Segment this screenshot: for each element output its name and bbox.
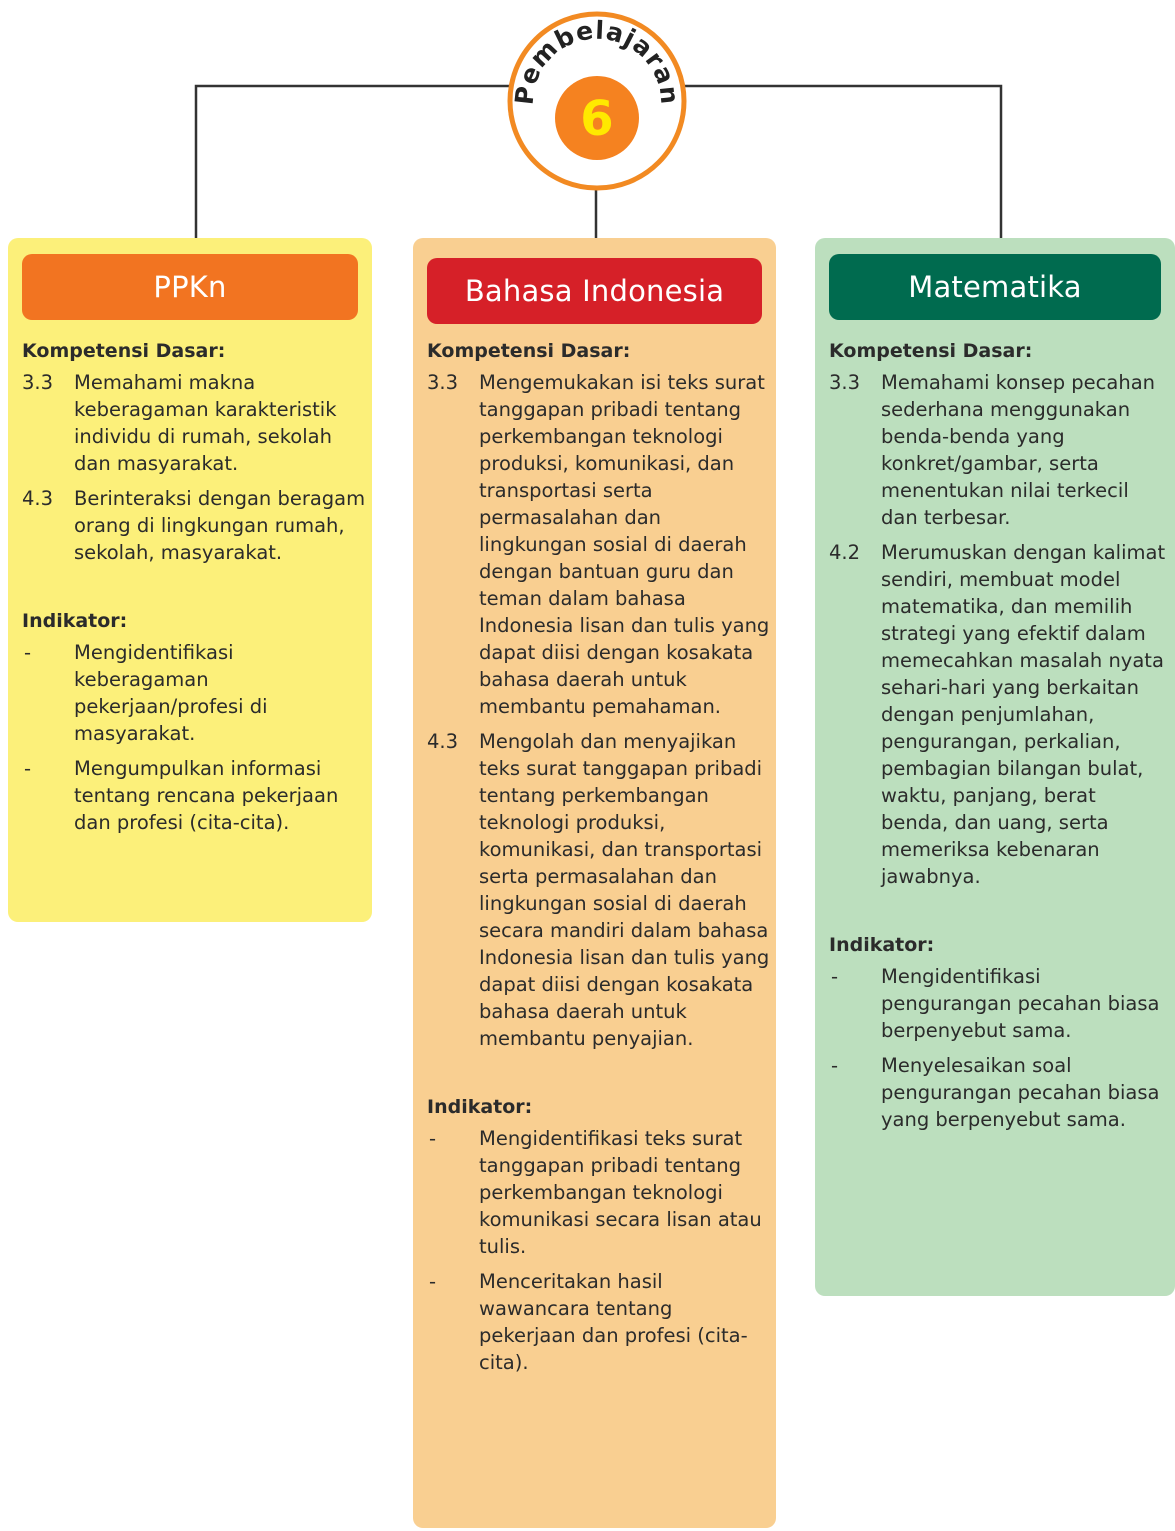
kd-text: Berinteraksi dengan beragam orang di lin… <box>74 487 366 564</box>
indicator-bullet: - <box>831 965 839 988</box>
kd-item: 4.3 Mengolah dan menyajikan teks surat t… <box>427 728 770 1052</box>
kd-item: 4.2 Merumuskan dengan kalimat sendiri, m… <box>829 539 1169 890</box>
indicator-item: - Mengidentifikasi teks surat tanggapan … <box>427 1125 770 1260</box>
kd-text: Merumuskan dengan kalimat sendiri, membu… <box>881 541 1166 888</box>
indicator-text: Mengidentifikasi teks surat tanggapan pr… <box>479 1127 762 1258</box>
kd-item: 3.3 Mengemukakan isi teks surat tanggapa… <box>427 369 770 720</box>
kd-number: 3.3 <box>22 371 54 394</box>
kd-text: Mengolah dan menyajikan teks surat tangg… <box>479 730 770 1050</box>
bi-kd-heading: Kompetensi Dasar: <box>427 340 631 362</box>
kd-number: 3.3 <box>829 371 861 394</box>
indicator-text: Menyelesaikan soal pengurangan pecahan b… <box>881 1054 1160 1131</box>
mat-indicator-heading: Indikator: <box>829 934 935 956</box>
kd-number: 3.3 <box>427 371 459 394</box>
mat-kd-heading: Kompetensi Dasar: <box>829 340 1033 362</box>
kd-number: 4.3 <box>22 487 54 510</box>
pembelajaran-badge: Pembelajaran 6 <box>507 11 687 191</box>
bahasa-indonesia-title: Bahasa Indonesia <box>427 258 762 324</box>
matematika-column: Matematika Kompetensi Dasar: 3.3 Memaham… <box>815 238 1175 1296</box>
indicator-item: - Mengumpulkan informasi tentang rencana… <box>22 755 366 836</box>
bahasa-indonesia-body: Kompetensi Dasar: 3.3 Mengemukakan isi t… <box>427 338 770 1384</box>
kd-number: 4.2 <box>829 541 861 564</box>
ppkn-kd-heading: Kompetensi Dasar: <box>22 340 226 362</box>
badge-number-circle <box>555 76 639 160</box>
kd-text: Mengemukakan isi teks surat tanggapan pr… <box>479 371 770 718</box>
badge-number: 6 <box>580 91 613 147</box>
indicator-text: Mengidentifikasi pengurangan pecahan bia… <box>881 965 1160 1042</box>
kd-item: 4.3 Berinteraksi dengan beragam orang di… <box>22 485 366 566</box>
bahasa-indonesia-column: Bahasa Indonesia Kompetensi Dasar: 3.3 M… <box>413 238 776 1528</box>
indicator-text: Mengidentifikasi keberagaman pekerjaan/p… <box>74 641 268 745</box>
kd-number: 4.3 <box>427 730 459 753</box>
indicator-text: Menceritakan hasil wawancara tentang pek… <box>479 1270 748 1374</box>
indicator-text: Mengumpulkan informasi tentang rencana p… <box>74 757 339 834</box>
kd-item: 3.3 Memahami makna keberagaman karakteri… <box>22 369 366 477</box>
indicator-bullet: - <box>24 757 32 780</box>
ppkn-title: PPKn <box>22 254 358 320</box>
ppkn-column: PPKn Kompetensi Dasar: 3.3 Memahami makn… <box>8 238 372 922</box>
kd-item: 3.3 Memahami konsep pecahan sederhana me… <box>829 369 1169 531</box>
kd-text: Memahami konsep pecahan sederhana menggu… <box>881 371 1156 529</box>
indicator-item: - Menceritakan hasil wawancara tentang p… <box>427 1268 770 1376</box>
kd-text: Memahami makna keberagaman karakteristik… <box>74 371 337 475</box>
indicator-item: - Menyelesaikan soal pengurangan pecahan… <box>829 1052 1169 1133</box>
indicator-bullet: - <box>831 1054 839 1077</box>
indicator-item: - Mengidentifikasi keberagaman pekerjaan… <box>22 639 366 747</box>
ppkn-body: Kompetensi Dasar: 3.3 Memahami makna keb… <box>22 338 366 844</box>
indicator-bullet: - <box>24 641 32 664</box>
connector-lines <box>194 84 1003 238</box>
indicator-bullet: - <box>429 1270 437 1293</box>
matematika-body: Kompetensi Dasar: 3.3 Memahami konsep pe… <box>829 338 1169 1141</box>
matematika-title: Matematika <box>829 254 1161 320</box>
bi-indicator-heading: Indikator: <box>427 1096 533 1118</box>
indicator-bullet: - <box>429 1127 437 1150</box>
ppkn-indicator-heading: Indikator: <box>22 610 128 632</box>
indicator-item: - Mengidentifikasi pengurangan pecahan b… <box>829 963 1169 1044</box>
